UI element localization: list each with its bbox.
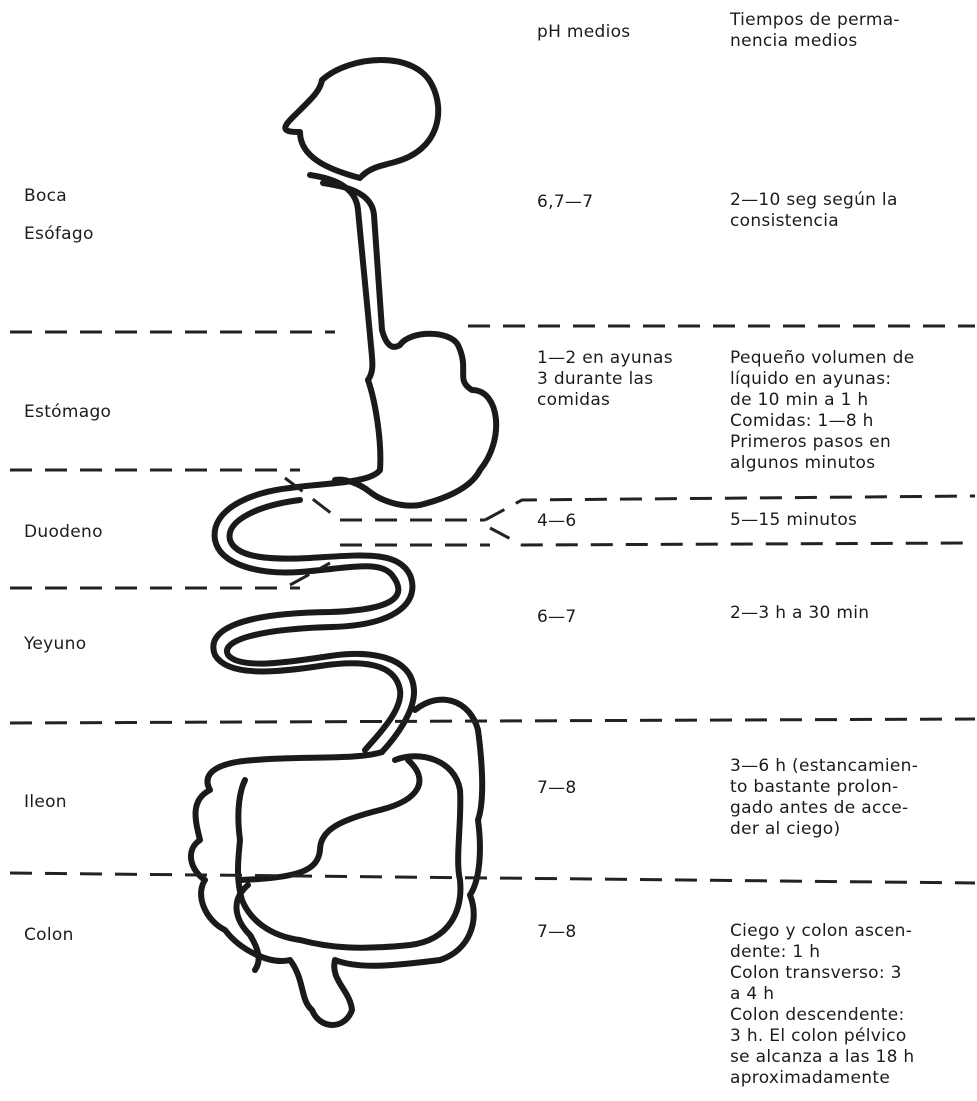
- stomach-outline: [290, 334, 496, 506]
- colon-outline: [191, 700, 482, 1025]
- ph-ileum: 7—8: [537, 778, 577, 799]
- colon-inner: [238, 756, 460, 947]
- divider-jejunum-ileum: [10, 719, 975, 723]
- header-ph: pH medios: [537, 22, 630, 43]
- time-jejunum: 2—3 h a 30 min: [730, 603, 869, 624]
- organ-label-esophagus: Esófago: [24, 224, 94, 245]
- divider-ileum-colon: [10, 873, 975, 883]
- organ-label-stomach: Estómago: [24, 402, 111, 423]
- header-residence-time: Tiempos de perma- nencia medios: [730, 10, 945, 52]
- ileum-loop: [240, 760, 419, 880]
- time-stomach: Pequeño volumen de líquido en ayunas: de…: [730, 348, 952, 474]
- small-intestine-inner: [227, 500, 414, 752]
- ph-colon: 7—8: [537, 922, 577, 943]
- organ-label-duodenum: Duodeno: [24, 522, 103, 543]
- small-intestine-jejunum: [213, 488, 400, 750]
- esophagus-left-wall: [310, 175, 372, 380]
- time-colon: Ciego y colon ascen- dente: 1 h Colon tr…: [730, 921, 952, 1089]
- ph-stomach: 1—2 en ayunas 3 durante las comidas: [537, 348, 707, 411]
- ph-mouth: 6,7—7: [537, 192, 593, 213]
- time-duodenum: 5—15 minutos: [730, 510, 857, 531]
- organ-label-jejunum: Yeyuno: [24, 634, 86, 655]
- organ-label-mouth: Boca: [24, 186, 67, 207]
- organ-label-colon: Colon: [24, 925, 74, 946]
- ph-duodenum: 4—6: [537, 511, 577, 532]
- mouth-outline: [285, 60, 438, 178]
- time-mouth-esophagus: 2—10 seg según la consistencia: [730, 190, 948, 232]
- organ-label-ileum: Ileon: [24, 792, 67, 813]
- time-ileum: 3—6 h (estancamien- to bastante prolon- …: [730, 756, 952, 840]
- ph-jejunum: 6—7: [537, 607, 577, 628]
